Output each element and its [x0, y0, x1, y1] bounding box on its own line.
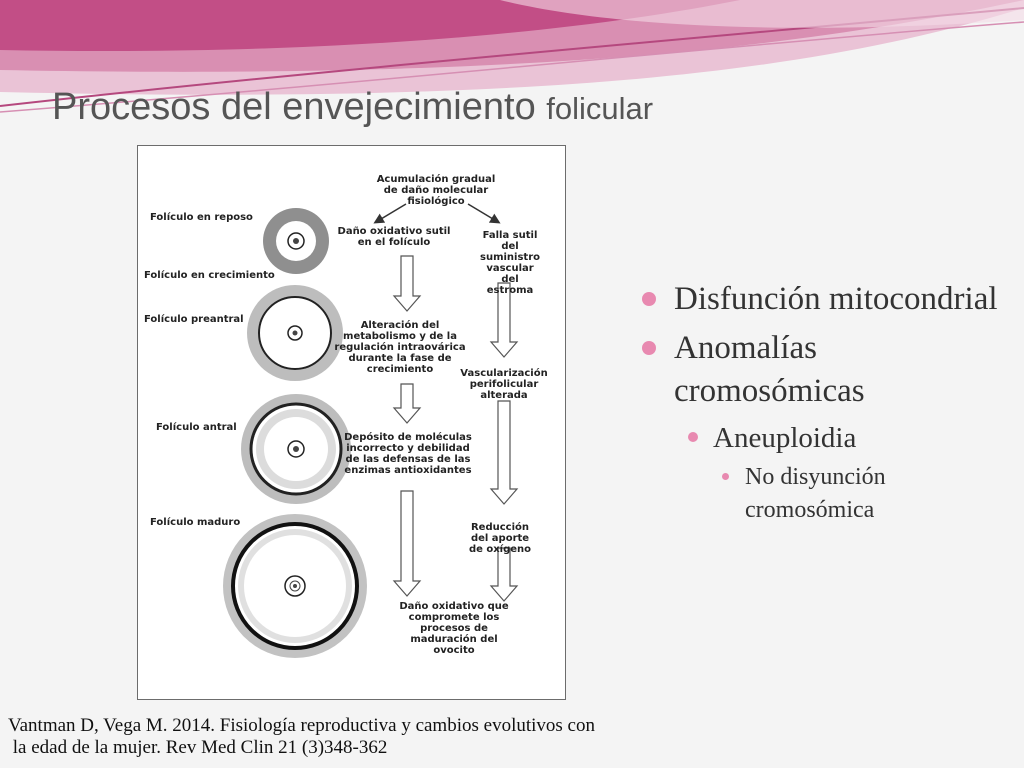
- label-gradual-accumulation: Acumulación gradual de daño molecular fi…: [376, 174, 496, 207]
- block-arrow-left-2: [392, 383, 422, 424]
- follicle-mature: [223, 514, 367, 658]
- label-molecule-deposit: Depósito de moléculas incorrecto y debil…: [344, 432, 472, 476]
- block-arrow-right-1: [489, 282, 519, 358]
- bullet-dot-icon: [642, 292, 656, 306]
- diagram-graphics: [223, 203, 519, 658]
- title-main: Procesos del envejecimiento: [52, 86, 536, 128]
- label-final-oxidative-damage: Daño oxidativo que compromete los proces…: [399, 601, 509, 656]
- citation-line-1: Vantman D, Vega M. 2014. Fisiología repr…: [8, 715, 595, 736]
- bullet-list: Disfunción mitocondrial Anomalías cromos…: [640, 278, 1000, 527]
- block-arrow-left-3: [392, 490, 422, 597]
- sub-sub-bullet-text: No disyunción cromosómica: [745, 464, 886, 523]
- label-follicle-preantral: Folículo preantral: [144, 314, 244, 325]
- label-perifollicular-vascularization: Vascularización perifolicular alterada: [460, 368, 548, 401]
- label-follicle-mature: Folículo maduro: [150, 517, 241, 528]
- title-small: folicular: [546, 91, 654, 126]
- label-metabolism-alteration: Alteración del metabolismo y de la regul…: [334, 320, 466, 375]
- sub-bullet-text: Aneuploidia: [713, 422, 857, 454]
- bullet-dot-icon: [722, 473, 729, 480]
- block-arrow-left-1: [392, 255, 422, 312]
- sub-sub-bullet-item: No disyunción cromosómica: [718, 461, 1000, 527]
- block-arrow-right-3: [489, 547, 519, 602]
- bullet-item: Disfunción mitocondrial: [640, 278, 1000, 321]
- sub-bullet-item: Aneuploidia: [682, 419, 1000, 457]
- follicle-antral: [241, 394, 351, 504]
- arrow-to-oxidative: [373, 203, 407, 224]
- follicle-aging-diagram: Acumulación gradual de daño molecular fi…: [137, 145, 566, 700]
- bullet-item: Anomalías cromosómicas: [640, 327, 1000, 413]
- citation: Vantman D, Vega M. 2014. Fisiología repr…: [8, 715, 708, 759]
- label-follicle-growing: Folículo en crecimiento: [144, 270, 275, 281]
- bullet-text: Disfunción mitocondrial: [674, 281, 998, 317]
- bullet-dot-icon: [642, 341, 656, 355]
- bullet-text: Anomalías cromosómicas: [674, 330, 865, 409]
- block-arrow-right-2: [489, 400, 519, 505]
- bullet-dot-icon: [688, 432, 698, 442]
- follicle-preantral: [247, 285, 343, 381]
- label-follicle-resting: Folículo en reposo: [150, 212, 253, 223]
- label-subtle-oxidative-damage: Daño oxidativo sutil en el folículo: [337, 226, 451, 248]
- page-title: Procesos del envejecimiento folicular: [52, 86, 653, 129]
- decorative-header-waves: [0, 0, 1024, 113]
- label-follicle-antral: Folículo antral: [156, 422, 237, 433]
- citation-line-2: la edad de la mujer. Rev Med Clin 21 (3)…: [8, 737, 388, 758]
- label-vascular-supply-failure: Falla sutil del suministro vascular del …: [480, 230, 540, 296]
- arrow-to-vascular: [467, 203, 501, 224]
- label-oxygen-reduction: Reducción del aporte de oxígeno: [468, 522, 532, 555]
- follicle-resting: [263, 208, 329, 274]
